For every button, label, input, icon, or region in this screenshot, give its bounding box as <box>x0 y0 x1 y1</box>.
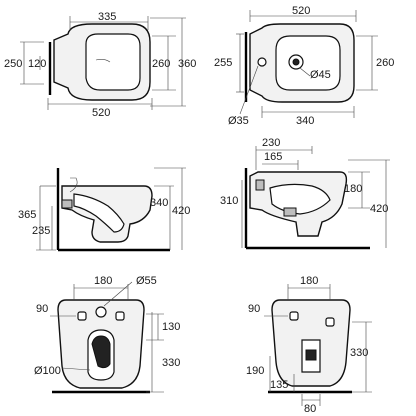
bidet-tap-hole <box>257 57 267 67</box>
bidet-side-180-label: 180 <box>344 183 362 195</box>
bidet-side-420-label: 420 <box>370 203 388 215</box>
bidet-side-165-label: 165 <box>264 151 282 163</box>
toilet-top-120-label: 120 <box>28 58 46 70</box>
bidet-back-330-label: 330 <box>350 347 368 359</box>
toilet-side-235-label: 235 <box>32 225 50 237</box>
toilet-back-130-label: 130 <box>162 321 180 333</box>
toilet-top-view: 335 520 250 120 260 360 <box>4 11 196 119</box>
bidet-side-230-label: 230 <box>262 137 280 149</box>
bidet-back-90-label: 90 <box>248 303 260 315</box>
toilet-top-250-label: 250 <box>4 58 22 70</box>
toilet-top-360-label: 360 <box>178 58 196 70</box>
bidet-back-view: 180 90 330 190 135 80 <box>246 275 372 415</box>
bidet-side-310-label: 310 <box>220 195 238 207</box>
bidet-top-width-label: 520 <box>292 5 310 17</box>
bidet-drain-inner <box>292 58 300 66</box>
bidet-back-190-label: 190 <box>246 365 264 377</box>
bidet-side-view: 230 165 310 180 420 <box>220 137 390 250</box>
bidet-back-180-label: 180 <box>300 275 318 287</box>
toilet-back-90-label: 90 <box>36 303 48 315</box>
toilet-side-365-label: 365 <box>18 209 36 221</box>
bidet-waste-pipe <box>283 207 297 217</box>
toilet-bowl-opening <box>85 33 141 91</box>
bidet-basin-opening <box>275 35 341 91</box>
toilet-side-420-label: 420 <box>172 205 190 217</box>
bidet-top-255-label: 255 <box>214 57 232 69</box>
toilet-top-depth-label: 520 <box>92 107 110 119</box>
toilet-side-view: 365 235 340 420 <box>18 167 190 252</box>
toilet-internal-line <box>69 177 78 193</box>
bidet-back-80-label: 80 <box>304 403 316 415</box>
bidet-top-260-label: 260 <box>376 57 394 69</box>
toilet-back-180-label: 180 <box>94 275 112 287</box>
bidet-top-340-label: 340 <box>296 115 314 127</box>
toilet-back-330-label: 330 <box>162 357 180 369</box>
toilet-outlet-pipe <box>61 199 73 209</box>
toilet-back-water-inlet <box>95 306 107 318</box>
toilet-back-inlet-slot <box>77 311 87 321</box>
toilet-back-100-label: Ø100 <box>34 365 61 377</box>
bidet-tap-diameter-label: Ø35 <box>228 115 249 127</box>
toilet-back-outlet-shadow <box>91 335 111 369</box>
bidet-back-135-label: 135 <box>270 379 288 391</box>
toilet-back-view: 180 Ø55 90 130 330 Ø100 <box>34 275 180 394</box>
bidet-top-view: 520 255 260 Ø45 Ø35 340 <box>214 5 394 127</box>
toilet-trap-channel <box>73 193 125 233</box>
toilet-back-inlet-slot <box>115 311 125 321</box>
toilet-back-55-label: Ø55 <box>136 275 157 287</box>
toilet-top-260-label: 260 <box>152 58 170 70</box>
bidet-supply-pipe <box>255 179 265 191</box>
bidet-back-inlet-slot <box>325 317 335 327</box>
bidet-back-pipe-socket <box>305 349 317 361</box>
toilet-side-340-label: 340 <box>150 197 168 209</box>
bidet-back-inlet-slot <box>289 311 299 321</box>
bidet-drain-diameter-label: Ø45 <box>310 69 331 81</box>
toilet-top-width-label: 335 <box>98 11 116 23</box>
toilet-rim-detail <box>95 59 111 63</box>
